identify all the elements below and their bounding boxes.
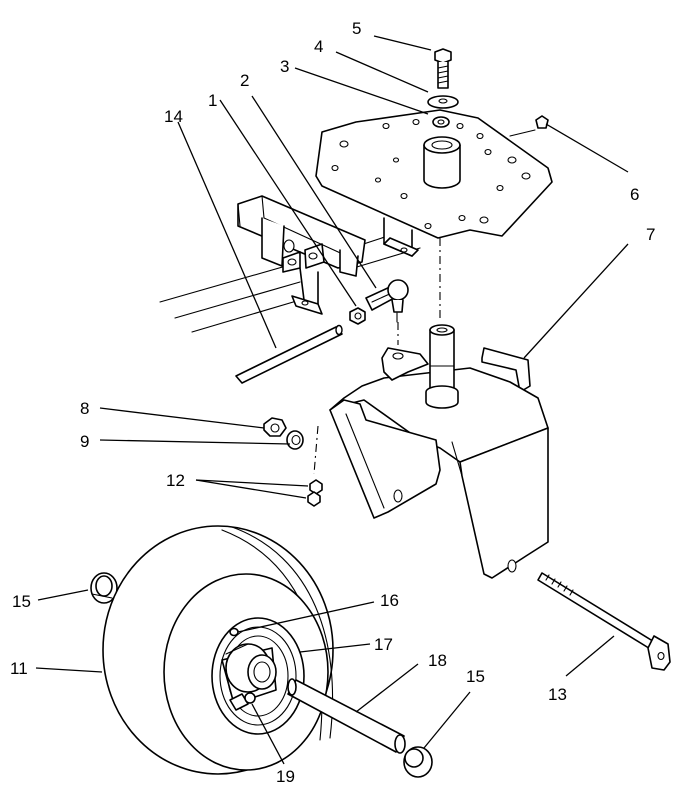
callout-19: 19 [276, 767, 295, 786]
callout-8: 8 [80, 399, 89, 418]
caster-fork-part-7 [329, 324, 549, 579]
callout-2: 2 [240, 71, 249, 90]
nuts-part-12 [307, 479, 323, 507]
leader-lines [35, 35, 629, 765]
spacer-part-15-right [403, 746, 433, 778]
frame-bracket [237, 195, 366, 315]
lockwasher-part-3 [432, 116, 450, 128]
callout-18: 18 [428, 651, 447, 670]
axle-tube-part-18 [287, 678, 406, 754]
callout-11: 11 [10, 659, 28, 678]
callout-12: 12 [166, 471, 185, 490]
bolt-part-5 [434, 48, 452, 89]
callout-1: 1 [208, 91, 217, 110]
callout-7: 7 [646, 225, 655, 244]
callout-14: 14 [164, 107, 183, 126]
callout-9: 9 [80, 432, 89, 451]
washer-part-9 [286, 430, 304, 450]
wheel-assembly-part-11 [102, 525, 334, 775]
nut-part-1 [349, 307, 366, 325]
mounting-plate [315, 109, 553, 257]
nut-part-8 [263, 417, 287, 437]
washer-part-4 [427, 95, 459, 109]
spacer-part-15-left [90, 572, 118, 604]
callout-15-left: 15 [12, 592, 31, 611]
callout-5: 5 [352, 19, 361, 38]
callout-6: 6 [630, 185, 639, 204]
ball-joint-part-2 [365, 279, 409, 323]
callout-4: 4 [314, 37, 323, 56]
callout-15-right: 15 [466, 667, 485, 686]
grease-fitting-part-19 [229, 692, 256, 711]
axle-bolt-part-13 [537, 572, 671, 671]
callout-16: 16 [380, 591, 399, 610]
callout-13: 13 [548, 685, 567, 704]
rod-part-14 [235, 324, 343, 384]
callout-3: 3 [280, 57, 289, 76]
callout-17: 17 [374, 635, 393, 654]
callout-labels: 5 4 3 2 1 14 6 7 8 9 12 15 16 17 11 18 1… [10, 19, 655, 786]
fastener-axis [313, 425, 319, 475]
screw-part-6 [509, 115, 549, 137]
